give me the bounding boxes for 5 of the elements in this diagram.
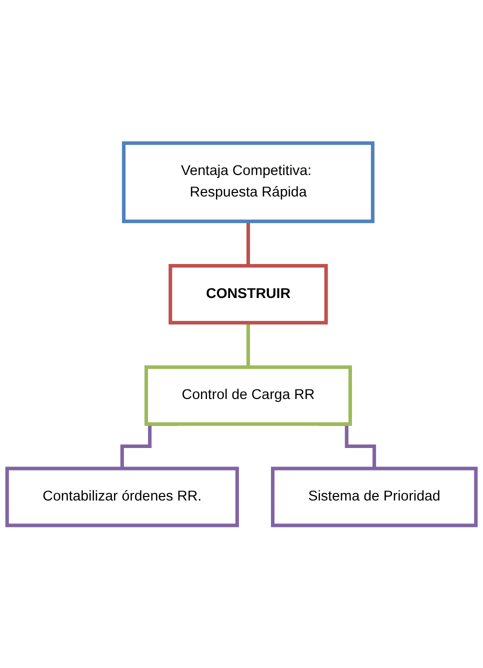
node-box: Control de Carga RR <box>144 365 352 426</box>
node-box: Ventaja Competitiva: Respuesta Rápida <box>122 141 374 223</box>
node-box: CONSTRUIR <box>168 264 328 324</box>
node-box: Contabilizar órdenes RR. <box>5 466 239 527</box>
node-box: Sistema de Prioridad <box>270 466 478 527</box>
